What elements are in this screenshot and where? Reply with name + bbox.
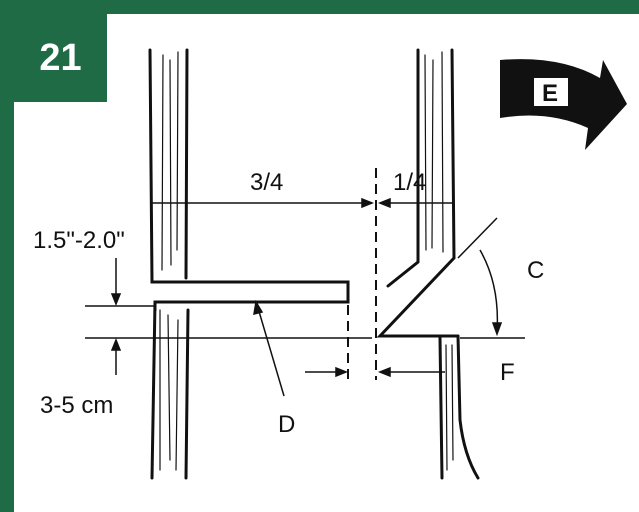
trunk-left bbox=[148, 48, 350, 480]
dashed-guides bbox=[347, 168, 377, 380]
trunk-right bbox=[376, 48, 480, 480]
width-dimension-lines bbox=[152, 197, 452, 209]
label-angle: C bbox=[527, 257, 544, 284]
label-hinge-width: F bbox=[500, 359, 515, 386]
angle-indicator bbox=[457, 217, 503, 337]
label-three-quarter: 3/4 bbox=[250, 169, 283, 196]
label-back-cut: D bbox=[278, 411, 295, 438]
curved-arrow-right-icon bbox=[500, 59, 627, 150]
reference-lines bbox=[85, 305, 525, 339]
figure-number-badge: 21 bbox=[14, 14, 107, 102]
label-direction: E bbox=[542, 80, 558, 107]
hinge-width-arrows bbox=[305, 366, 445, 378]
hinge-height-arrows bbox=[110, 258, 122, 375]
label-hinge-height: 1.5"-2.0" bbox=[33, 227, 125, 254]
label-one-quarter: 1/4 bbox=[393, 169, 426, 196]
label-step-height: 3-5 cm bbox=[40, 392, 113, 419]
back-cut-leader bbox=[253, 299, 285, 397]
